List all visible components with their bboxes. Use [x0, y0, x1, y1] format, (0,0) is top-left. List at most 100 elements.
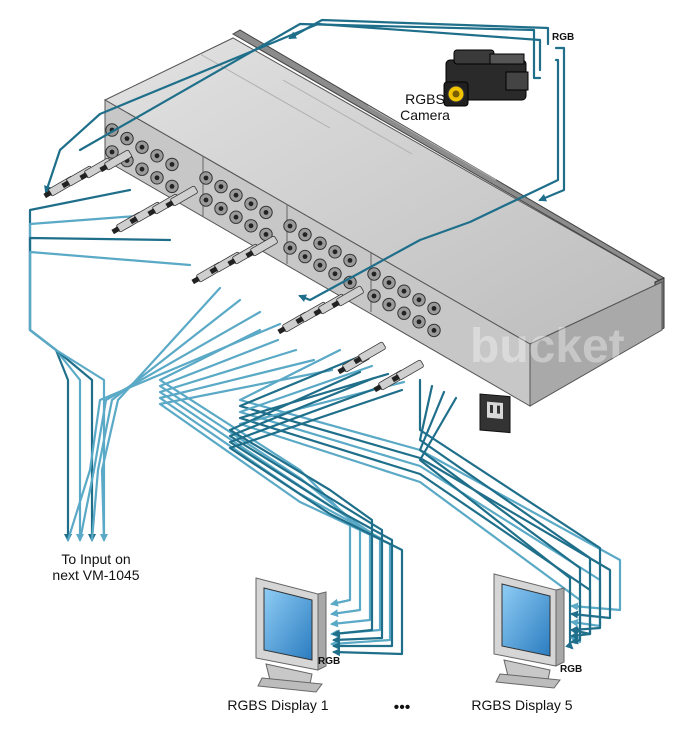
- bnc-plug-boot: [129, 216, 138, 225]
- bnc-socket-pin: [203, 197, 209, 203]
- bnc-plug-boot: [191, 276, 200, 285]
- cable-dark: [418, 384, 592, 640]
- bnc-socket-pin: [154, 153, 160, 159]
- bnc-plug-boot: [331, 300, 340, 309]
- cable-light: [78, 310, 262, 542]
- bnc-socket-pin: [431, 328, 437, 333]
- bnc-plug-boot: [391, 374, 400, 383]
- bnc-plug-boot: [99, 164, 108, 173]
- bnc-plug-body: [358, 341, 386, 363]
- bnc-socket-pin: [169, 184, 175, 189]
- cable-light: [238, 364, 602, 628]
- bnc-socket-pin: [317, 262, 323, 268]
- bnc-socket-pin: [416, 297, 422, 303]
- bnc-socket-pin: [169, 162, 175, 167]
- cable-dark: [298, 58, 560, 302]
- bnc-socket-pin: [431, 306, 437, 311]
- bnc-socket-pin: [287, 245, 293, 251]
- bnc-socket-pin: [401, 288, 407, 294]
- camera-port-label: RGB: [552, 32, 574, 43]
- bnc-socket-pin: [139, 166, 145, 172]
- bnc-socket-pin: [302, 254, 308, 259]
- display-ellipsis: •••: [394, 699, 411, 716]
- cable-light: [90, 298, 242, 542]
- bnc-plug-boot: [79, 172, 88, 181]
- bnc-plug-boot: [111, 226, 120, 235]
- bnc-plug-boot: [353, 356, 362, 365]
- bnc-socket-pin: [218, 184, 224, 190]
- bnc-socket-pin: [347, 258, 353, 263]
- display-5-monitor: [493, 573, 565, 689]
- bnc-socket-pin: [386, 302, 392, 307]
- cable-light: [158, 368, 392, 648]
- bnc-socket-pin: [401, 310, 407, 316]
- bnc-plug: [99, 149, 132, 173]
- bnc-plug: [165, 185, 198, 209]
- cable-dark: [228, 370, 374, 638]
- bnc-socket-pin: [302, 232, 308, 238]
- bnc-socket-pin: [233, 192, 239, 198]
- cable-light: [66, 322, 282, 542]
- bnc-socket-pin: [371, 293, 377, 299]
- bnc-plug: [353, 341, 386, 365]
- bnc-socket-pin: [154, 175, 160, 181]
- bnc-plug-boot: [61, 180, 70, 189]
- bnc-socket-pin: [347, 280, 353, 285]
- display-1-monitor: [255, 577, 327, 693]
- bnc-socket-pin: [124, 136, 130, 142]
- next-unit-label-line2: next VM-1045: [52, 567, 139, 583]
- cable-dark: [78, 22, 542, 152]
- bnc-plug-boot: [337, 366, 346, 375]
- bnc-plug-boot: [209, 266, 218, 275]
- bnc-socket-pin: [248, 201, 254, 207]
- bnc-socket-pin: [332, 249, 338, 255]
- cable-dark: [44, 22, 542, 194]
- crt-monitor-icon: [493, 573, 565, 689]
- cable-light: [238, 348, 622, 612]
- camera-label-line1: RGBS: [405, 91, 445, 107]
- bnc-socket-pin: [263, 210, 269, 215]
- cables: [28, 18, 622, 657]
- bnc-plug-boot: [295, 316, 304, 325]
- chassis-side: [529, 281, 663, 407]
- crt-monitor-icon: [255, 577, 327, 693]
- bnc-socket-pin: [332, 271, 338, 277]
- bnc-plug-boot: [147, 208, 156, 217]
- bnc-connectors: [105, 123, 441, 338]
- bnc-socket-pin: [371, 271, 377, 277]
- display-5-label: RGBS Display 5: [471, 697, 572, 713]
- bnc-plug-boot: [313, 308, 322, 317]
- cable-dark: [418, 390, 582, 645]
- bnc-plug-boot: [227, 258, 236, 267]
- cable-dark: [538, 46, 566, 202]
- bnc-socket-pin: [416, 319, 422, 325]
- cable-dark: [228, 376, 384, 644]
- bnc-socket-pin: [287, 223, 293, 229]
- bnc-plug: [331, 285, 364, 309]
- cable-dark: [228, 388, 404, 657]
- bnc-socket-pin: [386, 280, 392, 285]
- bnc-socket-pin: [109, 149, 115, 155]
- bnc-plug-boot: [43, 190, 52, 199]
- bnc-plug-boot: [373, 384, 382, 393]
- bnc-socket-pin: [203, 175, 209, 181]
- power-inlet-icon: [479, 393, 511, 434]
- bnc-plugs: [43, 149, 424, 393]
- display-1-label: RGBS Display 1: [227, 697, 328, 713]
- cable-light: [158, 338, 362, 618]
- bnc-socket-pin: [317, 240, 323, 246]
- bnc-socket-pin: [233, 214, 239, 220]
- display-5-port-label: RGB: [560, 664, 582, 675]
- cable-light: [100, 286, 222, 542]
- display-1-port-label: RGB: [318, 656, 340, 667]
- cable-dark: [238, 356, 612, 620]
- bnc-socket-pin: [218, 206, 224, 212]
- bnc-plug-boot: [245, 250, 254, 259]
- bnc-socket-pin: [248, 223, 254, 229]
- watermark: bucket: [470, 320, 625, 373]
- video-camera-icon: [443, 49, 529, 107]
- cable-dark: [28, 236, 172, 542]
- next-unit-label-line1: To Input on: [61, 551, 130, 567]
- bnc-socket-pin: [139, 144, 145, 150]
